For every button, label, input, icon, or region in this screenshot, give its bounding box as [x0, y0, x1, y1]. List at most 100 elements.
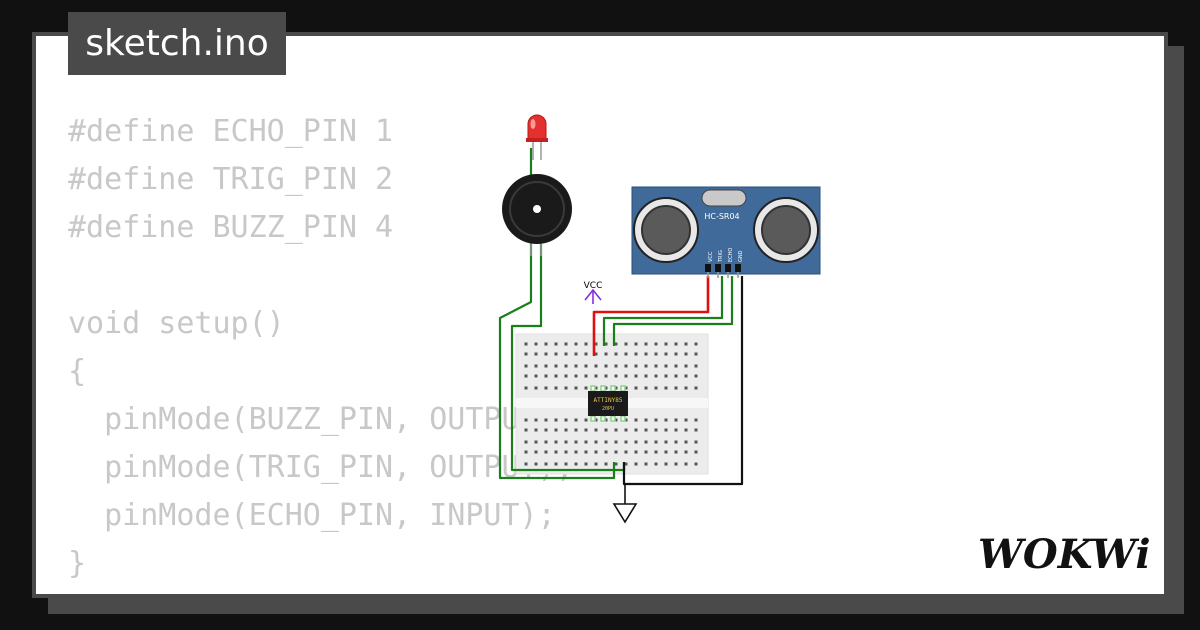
breadboard-hole [654, 374, 658, 378]
breadboard-hole [544, 342, 548, 346]
vcc-symbol: VCC [584, 281, 603, 304]
breadboard-hole [684, 418, 688, 422]
breadboard-hole [544, 374, 548, 378]
breadboard-hole [664, 364, 668, 368]
breadboard-hole [534, 386, 538, 390]
breadboard-hole [644, 462, 648, 466]
wires [498, 148, 744, 504]
breadboard-hole [684, 450, 688, 454]
code-line: #define ECHO_PIN 1 [68, 114, 394, 149]
breadboard-hole [624, 450, 628, 454]
breadboard-hole [594, 374, 598, 378]
breadboard-hole [644, 428, 648, 432]
breadboard-hole [644, 342, 648, 346]
breadboard-hole [624, 386, 628, 390]
breadboard-hole [534, 450, 538, 454]
breadboard-hole [584, 364, 588, 368]
breadboard-hole [694, 418, 698, 422]
breadboard-hole [604, 352, 608, 356]
breadboard-hole [574, 364, 578, 368]
breadboard-hole [524, 342, 528, 346]
breadboard-hole [564, 428, 568, 432]
breadboard-hole [604, 450, 608, 454]
breadboard-hole [624, 428, 628, 432]
breadboard-hole [674, 342, 678, 346]
breadboard-hole [534, 418, 538, 422]
breadboard-hole [554, 428, 558, 432]
code-preview: #define ECHO_PIN 1#define TRIG_PIN 2#def… [68, 108, 574, 588]
breadboard-hole [574, 374, 578, 378]
breadboard-hole [604, 364, 608, 368]
breadboard-hole [694, 440, 698, 444]
breadboard-hole [544, 352, 548, 356]
breadboard-hole [674, 364, 678, 368]
breadboard-hole [584, 428, 588, 432]
vcc-label: VCC [584, 281, 603, 291]
breadboard-hole [684, 374, 688, 378]
breadboard-hole [644, 418, 648, 422]
breadboard-hole [574, 386, 578, 390]
breadboard-hole [534, 352, 538, 356]
breadboard-hole [694, 386, 698, 390]
breadboard-hole [604, 440, 608, 444]
breadboard-hole [534, 374, 538, 378]
wire-vcc [592, 276, 710, 356]
breadboard-hole [654, 364, 658, 368]
breadboard-hole [684, 386, 688, 390]
breadboard-hole [584, 342, 588, 346]
breadboard-hole [564, 418, 568, 422]
breadboard-hole [584, 418, 588, 422]
breadboard-hole [654, 440, 658, 444]
breadboard-hole [614, 418, 618, 422]
breadboard-hole [554, 440, 558, 444]
breadboard-hole [634, 440, 638, 444]
breadboard-hole [574, 418, 578, 422]
breadboard-hole [674, 428, 678, 432]
breadboard-hole [554, 386, 558, 390]
breadboard-hole [584, 440, 588, 444]
breadboard-hole [664, 374, 668, 378]
breadboard-hole [594, 342, 598, 346]
breadboard-hole [564, 342, 568, 346]
breadboard-hole [604, 462, 608, 466]
breadboard-hole [664, 386, 668, 390]
breadboard-hole [534, 342, 538, 346]
breadboard-hole [604, 418, 608, 422]
code-line: pinMode(BUZZ_PIN, OUTPUT); [68, 402, 574, 437]
breadboard-hole [584, 374, 588, 378]
breadboard-hole [594, 450, 598, 454]
breadboard-hole [544, 440, 548, 444]
breadboard-hole [624, 352, 628, 356]
breadboard-hole [524, 462, 528, 466]
breadboard-hole [674, 440, 678, 444]
breadboard-hole [674, 418, 678, 422]
breadboard-hole [644, 352, 648, 356]
sensor-pin-label: TRIG [718, 250, 724, 263]
breadboard-hole [574, 342, 578, 346]
breadboard-hole [634, 352, 638, 356]
breadboard-hole [544, 364, 548, 368]
wire-echo [612, 276, 734, 346]
breadboard-hole [674, 352, 678, 356]
chip-sublabel: 20PU [602, 406, 614, 412]
wokwi-logo-text: WOKWi [978, 531, 1151, 576]
breadboard-hole [544, 462, 548, 466]
breadboard-hole [644, 440, 648, 444]
breadboard-hole [634, 364, 638, 368]
breadboard-hole [544, 428, 548, 432]
breadboard-hole [564, 364, 568, 368]
breadboard-hole [684, 342, 688, 346]
breadboard-hole [694, 352, 698, 356]
breadboard-hole [674, 386, 678, 390]
breadboard-hole [694, 364, 698, 368]
breadboard-hole [654, 418, 658, 422]
breadboard-hole [554, 462, 558, 466]
wire-led [498, 148, 616, 480]
breadboard-hole [554, 450, 558, 454]
breadboard-hole [524, 386, 528, 390]
buzzer [502, 174, 572, 256]
code-line: pinMode(ECHO_PIN, INPUT); [68, 498, 556, 533]
breadboard-hole [634, 342, 638, 346]
breadboard-hole [664, 462, 668, 466]
